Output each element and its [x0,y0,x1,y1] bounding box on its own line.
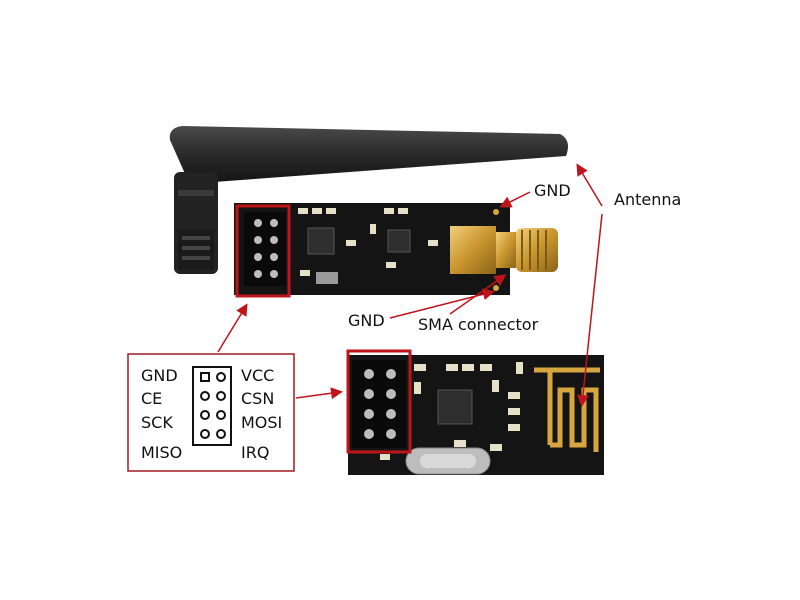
top-header-highlight [235,204,291,298]
pin-label-sck: SCK [141,413,173,432]
arrow-antenna-bottom [576,213,603,407]
antenna-whip [169,126,568,182]
top-components [298,208,438,276]
pin-label-vcc: VCC [241,366,274,385]
callout-gnd-bottom: GND [348,311,385,330]
pinout-pins [200,372,226,439]
pin-label-miso: MISO [141,443,182,462]
top-crystal [316,272,338,284]
sma-connector [450,226,558,274]
gnd-pad-bottom [493,285,499,291]
arrow-legend-to-bottom [295,387,343,400]
callout-arrows [217,163,603,407]
callout-antenna: Antenna [614,190,681,209]
pin-label-irq: IRQ [241,443,269,462]
bottom-module [346,349,604,475]
callout-gnd-top: GND [534,181,571,200]
arrow-antenna-top [576,163,603,207]
arrow-gnd-top [499,191,531,208]
arrow-legend-to-top [217,303,248,353]
top-pin-header [244,212,286,286]
pin-label-gnd: GND [141,366,178,385]
bottom-header-highlight [346,349,412,454]
gnd-pad-top [493,209,499,215]
top-chip [307,227,335,255]
callout-sma-connector: SMA connector [418,315,539,334]
top-chip-2 [387,229,411,253]
arrow-sma [449,274,507,315]
bottom-components [380,362,523,460]
pin-label-mosi: MOSI [241,413,282,432]
top-module [169,126,568,298]
pinout-legend: GND CE SCK MISO VCC CSN MOSI IRQ [127,353,295,472]
pin-label-csn: CSN [241,389,274,408]
bottom-chip [437,389,473,425]
pcb-antenna-trace [534,367,600,452]
bottom-pin-header [352,360,406,448]
pin-label-ce: CE [141,389,162,408]
